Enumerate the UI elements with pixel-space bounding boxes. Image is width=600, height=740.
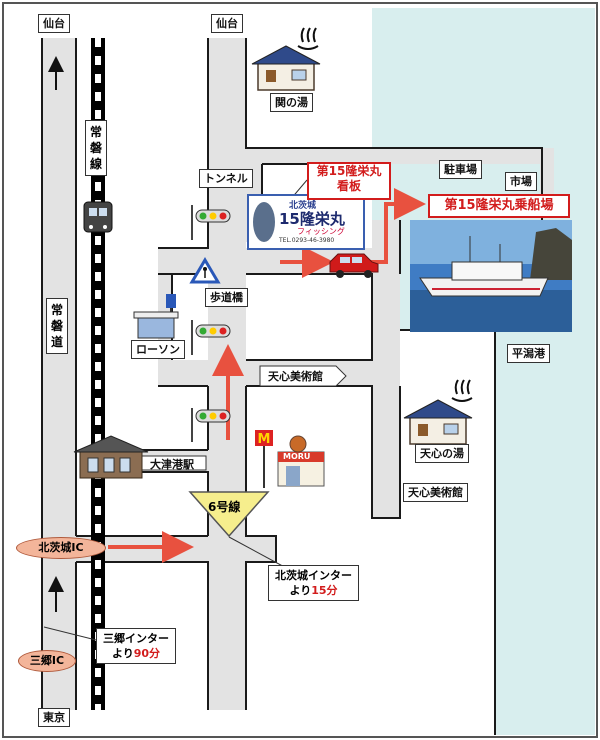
label-tunnel: トンネル bbox=[199, 169, 253, 188]
signboard: 北茨城 15隆栄丸 フィッシング TEL.0293-46-3980 bbox=[247, 194, 365, 250]
signboard-sub: フィッシング bbox=[297, 227, 345, 236]
sea bbox=[372, 8, 595, 735]
pedestrian-sign-icon bbox=[189, 257, 221, 284]
signboard-top: 北茨城 bbox=[289, 201, 317, 211]
traffic-light-icon bbox=[191, 408, 231, 442]
house-icon bbox=[403, 399, 473, 445]
bus-stop-icon bbox=[133, 294, 179, 339]
shop-icon bbox=[277, 435, 325, 487]
note-misato: 三郷インター より90分 bbox=[96, 628, 176, 664]
label-joban-road: 常磐道 bbox=[46, 298, 68, 354]
fish-icon bbox=[253, 202, 275, 242]
note-misato-time: 90分 bbox=[133, 647, 161, 660]
label-tenshin-museum: 天心美術館 bbox=[403, 483, 468, 502]
label-otsu-station: 大津港駅 bbox=[150, 458, 194, 471]
traffic-light-icon bbox=[191, 320, 231, 355]
label-tenshin-no-yu: 天心の湯 bbox=[415, 444, 469, 463]
label-tenshin-road: 天心美術館 bbox=[268, 370, 323, 383]
label-tokyo: 東京 bbox=[38, 708, 70, 727]
label-market: 市場 bbox=[505, 172, 537, 191]
label-parking: 駐車場 bbox=[439, 160, 482, 179]
house-icon bbox=[251, 45, 321, 91]
note-kitaibaraki: 北茨城インター より15分 bbox=[268, 565, 359, 601]
label-sendai-center: 仙台 bbox=[211, 14, 243, 33]
label-hirakata-port: 平潟港 bbox=[507, 344, 550, 363]
note-kitaibaraki-time: 15分 bbox=[311, 584, 338, 597]
label-lawson: ローソン bbox=[131, 340, 185, 359]
misato-ic: 三郷IC bbox=[18, 650, 76, 672]
shop-sign: MORU bbox=[283, 452, 311, 461]
mcdonalds-icon: M bbox=[255, 430, 273, 488]
signboard-name: 15隆栄丸 bbox=[279, 210, 345, 228]
tenshin-road-arrow bbox=[259, 365, 347, 387]
label-route6: 6号線 bbox=[208, 500, 241, 514]
train-icon bbox=[83, 201, 113, 233]
roads bbox=[42, 38, 554, 710]
hot-spring-icon bbox=[297, 27, 319, 50]
traffic-light-icon bbox=[191, 205, 231, 240]
station-building-icon bbox=[73, 435, 149, 479]
note-kitaibaraki-line1: 北茨城インター bbox=[275, 569, 352, 582]
kitaibaraki-ic: 北茨城IC bbox=[16, 537, 106, 559]
signboard-callout-line2: 看板 bbox=[336, 179, 361, 193]
note-misato-line1: 三郷インター bbox=[103, 632, 169, 645]
boat-photo bbox=[410, 220, 572, 332]
note-kitaibaraki-prefix: より bbox=[289, 584, 312, 597]
label-seki-no-yu: 関の湯 bbox=[270, 93, 313, 112]
label-joban-line: 常磐線 bbox=[85, 120, 107, 176]
note-misato-prefix: より bbox=[111, 647, 134, 660]
signboard-callout: 第15隆栄丸 看板 bbox=[307, 162, 391, 200]
boarding-label: 第15隆栄丸乗船場 bbox=[428, 194, 570, 218]
hot-spring-icon bbox=[451, 379, 473, 402]
signboard-callout-line1: 第15隆栄丸 bbox=[316, 164, 382, 178]
svg-text:M: M bbox=[258, 432, 271, 447]
label-sendai-left: 仙台 bbox=[38, 14, 70, 33]
car-icon bbox=[329, 253, 379, 278]
label-hodokyo: 歩道橋 bbox=[205, 288, 248, 307]
signboard-tel: TEL.0293-46-3980 bbox=[279, 237, 335, 244]
route6-marker bbox=[188, 491, 270, 538]
